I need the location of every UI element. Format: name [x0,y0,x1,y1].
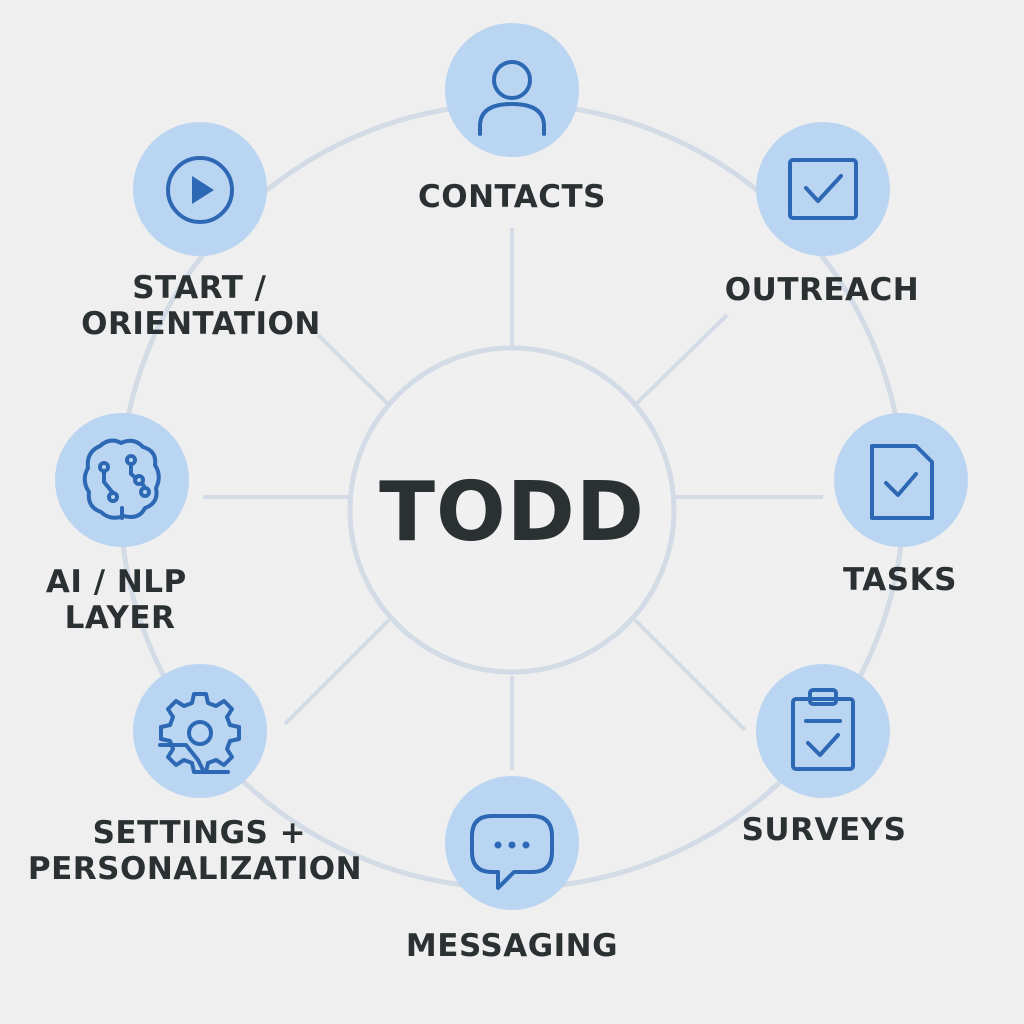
node-messaging-label-line-1: MESSAGING [406,928,618,964]
node-outreach[interactable]: OUTREACH [725,122,919,308]
node-start[interactable]: START / ORIENTATION [81,122,321,342]
node-surveys-label: SURVEYS [742,812,907,848]
spoke-start [316,333,391,407]
node-surveys-circle [756,664,890,798]
document-check-icon [870,444,934,520]
node-tasks[interactable]: TASKS [834,413,968,598]
spokes [203,228,823,770]
clipboard-check-icon [791,688,855,771]
node-contacts-label-line-1: CONTACTS [418,179,606,215]
node-surveys-label-line-1: SURVEYS [742,812,907,848]
node-outreach-label: OUTREACH [725,272,919,308]
node-messaging-label: MESSAGING [406,928,618,964]
spoke-settings [283,618,391,726]
node-messaging[interactable]: MESSAGING [406,776,618,964]
person-icon [478,60,546,136]
node-settings-label: SETTINGS + PERSONALIZATION [28,815,362,887]
spoke-surveys [633,618,747,732]
node-contacts-circle [445,23,579,157]
chat-bubble-icon [470,814,554,890]
checkbox-icon [788,158,858,220]
node-tasks-label-line-1: TASKS [843,562,957,598]
node-start-label-line-2: ORIENTATION [81,306,321,342]
spoke-outreach [633,313,729,407]
node-outreach-label-line-1: OUTREACH [725,272,919,308]
node-outreach-circle [756,122,890,256]
node-tasks-circle [834,413,968,547]
brain-circuit-icon [82,438,161,520]
node-start-label-line-1: START / [132,270,266,306]
gear-icon [158,692,241,774]
node-contacts[interactable]: CONTACTS [418,23,606,215]
node-settings-circle [133,664,267,798]
node-ai-nlp[interactable]: AI / NLP LAYER [46,413,198,636]
node-ai-nlp-label-line-1: AI / NLP [46,564,187,600]
node-ai-nlp-circle [55,413,189,547]
node-surveys[interactable]: SURVEYS [742,664,907,848]
hub-circle [347,345,677,675]
node-contacts-label: CONTACTS [418,179,606,215]
node-settings-label-line-1: SETTINGS + [93,815,307,851]
node-start-label: START / ORIENTATION [81,270,321,342]
hub-label: TODD [379,465,645,560]
node-ai-nlp-label: AI / NLP LAYER [46,564,198,636]
node-ai-nlp-label-line-2: LAYER [65,600,176,636]
node-settings[interactable]: SETTINGS + PERSONALIZATION [28,664,362,887]
node-tasks-label: TASKS [843,562,957,598]
play-icon [166,156,234,224]
node-settings-label-line-2: PERSONALIZATION [28,851,362,887]
